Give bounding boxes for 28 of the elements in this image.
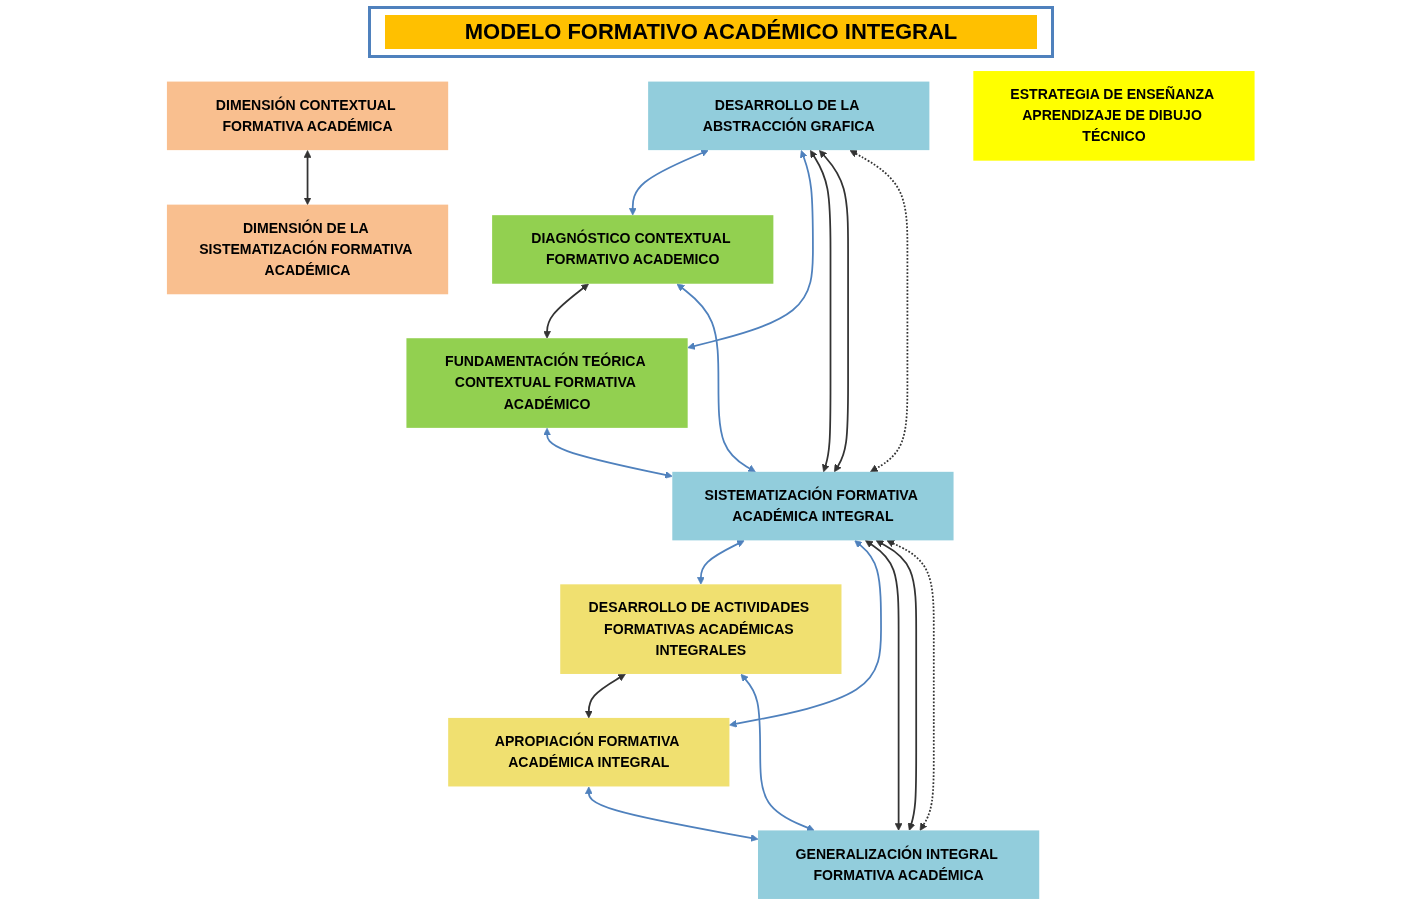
arrow: [585, 786, 759, 842]
arrow: [543, 283, 590, 339]
arrow: [687, 150, 815, 350]
arrow: [865, 540, 903, 831]
arrow: [876, 540, 918, 831]
node-box: GENERALIZACIÓN INTEGRAL FORMATIVA ACADÉMICA: [758, 830, 1040, 899]
arrow: [819, 150, 850, 473]
arrow: [810, 150, 832, 473]
arrow: [543, 427, 673, 479]
node-box: ESTRATEGIA DE ENSEÑANZA APRENDIZAJE DE DIBUJO TÉCNICO: [973, 71, 1255, 161]
node-box: DIMENSIÓN DE LA SISTEMATIZACIÓN FORMATIVA ACADÉMICA: [167, 204, 449, 295]
arrow: [740, 673, 815, 832]
node-box: DESARROLLO DE ACTIVIDADES FORMATIVAS ACADÉMICAS INTEGRALES: [560, 584, 842, 674]
node-box: SISTEMATIZACIÓN FORMATIVA ACADÉMICA INTEGRAL: [672, 471, 954, 541]
node-box: DESARROLLO DE LA ABSTRACCIÓN GRAFICA: [648, 81, 930, 151]
arrow: [729, 540, 883, 728]
node-box: FUNDAMENTACIÓN TEÓRICA CONTEXTUAL FORMATIVA ACADÉMICO: [406, 338, 688, 428]
node-box: DIAGNÓSTICO CONTEXTUAL FORMATIVO ACADEMICO: [492, 215, 774, 284]
diagram-title: MODELO FORMATIVO ACADÉMICO INTEGRAL: [384, 15, 1038, 49]
arrow: [303, 150, 312, 205]
arrow: [676, 283, 756, 473]
arrow: [629, 149, 709, 216]
arrow: [697, 540, 745, 585]
arrow: [886, 539, 935, 831]
arrow: [585, 673, 626, 719]
node-box: APROPIACIÓN FORMATIVA ACADÉMICA INTEGRAL: [448, 717, 730, 787]
arrow: [849, 149, 909, 473]
node-box: DIMENSIÓN CONTEXTUAL FORMATIVA ACADÉMICA: [167, 81, 449, 151]
